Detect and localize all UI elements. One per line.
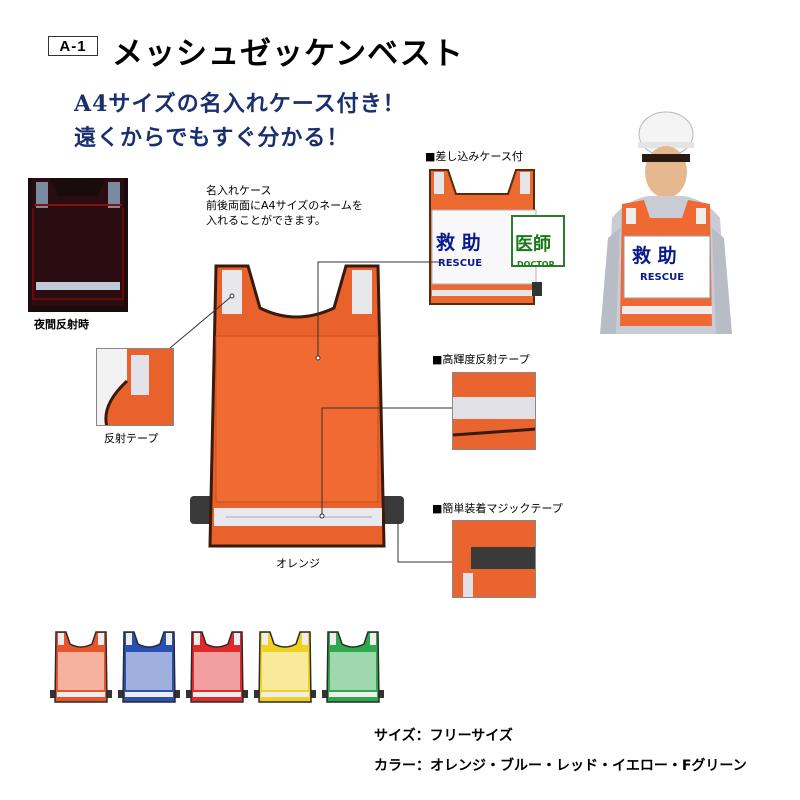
name-case-desc1: 前後両面にA4サイズのネームを xyxy=(206,199,363,212)
product-code: A-1 xyxy=(48,36,98,56)
night-reflection-photo xyxy=(28,178,128,312)
name-case-title: 名入れケース xyxy=(206,184,272,197)
name-case-desc2: 入れることができます。 xyxy=(206,214,326,227)
night-label: 夜間反射時 xyxy=(34,318,89,331)
velcro-detail xyxy=(452,520,536,598)
swatch-vest-green xyxy=(322,630,384,706)
product-title: メッシュゼッケンベスト xyxy=(112,36,464,72)
insert-card-doctor-en: DOCTOR xyxy=(517,260,555,269)
reflective-tape-label: 反射テープ xyxy=(104,432,159,445)
swatch-vest-red xyxy=(186,630,248,706)
insert-card-rescue-en: RESCUE xyxy=(438,258,483,269)
catchcopy-line2: 遠くからでもすぐ分かる！ xyxy=(74,125,350,151)
main-vest-photo xyxy=(186,264,408,556)
swatch-vest-blue xyxy=(118,630,180,706)
high-reflective-label: ■高輝度反射テープ xyxy=(432,353,530,366)
swatch-vest-orange xyxy=(50,630,112,706)
spec-color: カラー：オレンジ・ブルー・レッド・イエロー・Fグリーン xyxy=(374,758,747,774)
high-reflective-detail xyxy=(452,372,536,450)
model-card-rescue-kanji: 救 助 xyxy=(632,245,677,267)
insert-case-photo xyxy=(420,164,568,320)
catchcopy-line1: A4サイズの名入れケース付き！ xyxy=(74,91,406,117)
insert-card-doctor-kanji: 医師 xyxy=(515,234,551,255)
insert-case-label: ■差し込みケース付 xyxy=(425,150,523,163)
velcro-label: ■簡単装着マジックテープ xyxy=(432,502,563,515)
insert-card-rescue-kanji: 救 助 xyxy=(436,232,481,254)
spec-size: サイズ：フリーサイズ xyxy=(374,728,513,744)
model-photo xyxy=(586,108,746,334)
model-card-rescue-en: RESCUE xyxy=(640,272,685,283)
swatch-vest-yellow xyxy=(254,630,316,706)
main-vest-color-label: オレンジ xyxy=(276,557,320,570)
reflective-tape-detail xyxy=(96,348,174,426)
